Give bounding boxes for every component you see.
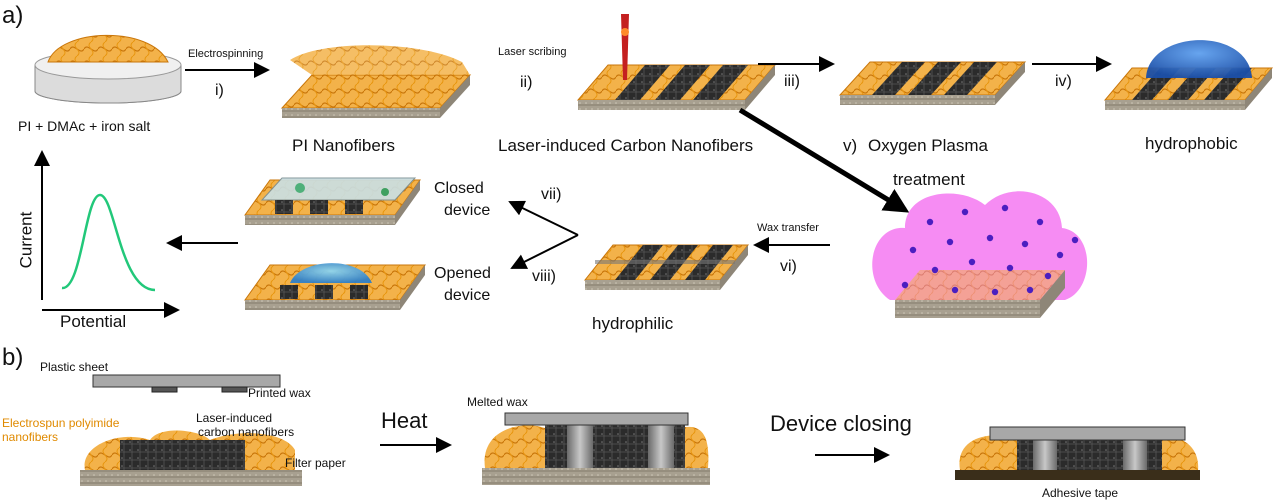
plastic-sheet-printed-wax — [92, 374, 281, 393]
step-iii-label: iii) — [784, 73, 800, 90]
plot-xlabel: Potential — [60, 312, 127, 331]
arrow-plasma — [738, 107, 910, 213]
arrow-step-viii — [510, 234, 579, 269]
pi-nanofibers-block — [280, 45, 472, 118]
final-device — [955, 426, 1200, 480]
closed-device — [244, 177, 421, 225]
start-material-label: PI + DMAc + iron salt — [18, 118, 151, 134]
closed-device-label-2: device — [444, 202, 491, 219]
treatment-label: treatment — [893, 170, 965, 189]
step-iv-label: iv) — [1055, 73, 1072, 90]
device-closing-label: Device closing — [770, 411, 912, 436]
electrospinning-label: Electrospinning — [188, 48, 264, 60]
electrospun-label-2: nanofibers — [2, 430, 59, 444]
opened-device — [244, 263, 426, 310]
printed-wax-label: Printed wax — [248, 386, 311, 400]
step-vii-label: vii) — [541, 186, 562, 203]
laser-scribing-label: Laser scribing — [498, 46, 567, 58]
wax-transfer-label: Wax transfer — [757, 222, 819, 234]
laser-scribed-block — [576, 64, 777, 110]
solution-bowl — [34, 34, 182, 104]
oxygen-plasma-label: Oxygen Plasma — [868, 136, 988, 155]
melted-wax-stack — [482, 412, 710, 485]
opened-device-label-1: Opened — [434, 265, 491, 282]
licnf-label: Laser-induced Carbon Nanofibers — [498, 136, 754, 155]
opened-device-label-2: device — [444, 287, 491, 304]
plastic-sheet-label: Plastic sheet — [40, 360, 109, 374]
plasma-cloud — [872, 191, 1088, 318]
step-i-label: i) — [215, 82, 224, 99]
panel-a-label: a) — [2, 2, 24, 29]
hydrophobic-label: hydrophobic — [1145, 134, 1238, 153]
plot-ylabel: Current — [16, 211, 36, 269]
laser-induced-label-1: Laser-induced — [196, 411, 273, 425]
filter-paper-label: Filter paper — [285, 456, 346, 470]
closed-device-label-1: Closed — [434, 180, 484, 197]
step-vi-label: vi) — [780, 258, 797, 275]
laser-beam — [621, 14, 629, 80]
voltammogram-plot — [42, 193, 180, 318]
step-ii-label: ii) — [520, 74, 533, 91]
melted-wax-label: Melted wax — [467, 395, 528, 409]
hydrophilic-block — [583, 244, 750, 290]
pi-nanofibers-label: PI Nanofibers — [292, 136, 395, 155]
water-droplet — [1146, 40, 1252, 78]
electrospun-label-1: Electrospun polyimide — [2, 416, 120, 430]
panel-b-label: b) — [2, 344, 24, 371]
carbon-electrodes-block — [838, 61, 1027, 105]
heat-label: Heat — [381, 408, 428, 433]
laser-induced-label-2: carbon nanofibers — [198, 425, 295, 439]
hydrophilic-label: hydrophilic — [592, 314, 674, 333]
step-v-label: v) — [843, 136, 858, 155]
arrow-step-vii — [508, 200, 579, 236]
initial-stack — [80, 430, 302, 486]
step-viii-label: viii) — [532, 268, 556, 285]
adhesive-tape-label: Adhesive tape — [1042, 486, 1119, 500]
